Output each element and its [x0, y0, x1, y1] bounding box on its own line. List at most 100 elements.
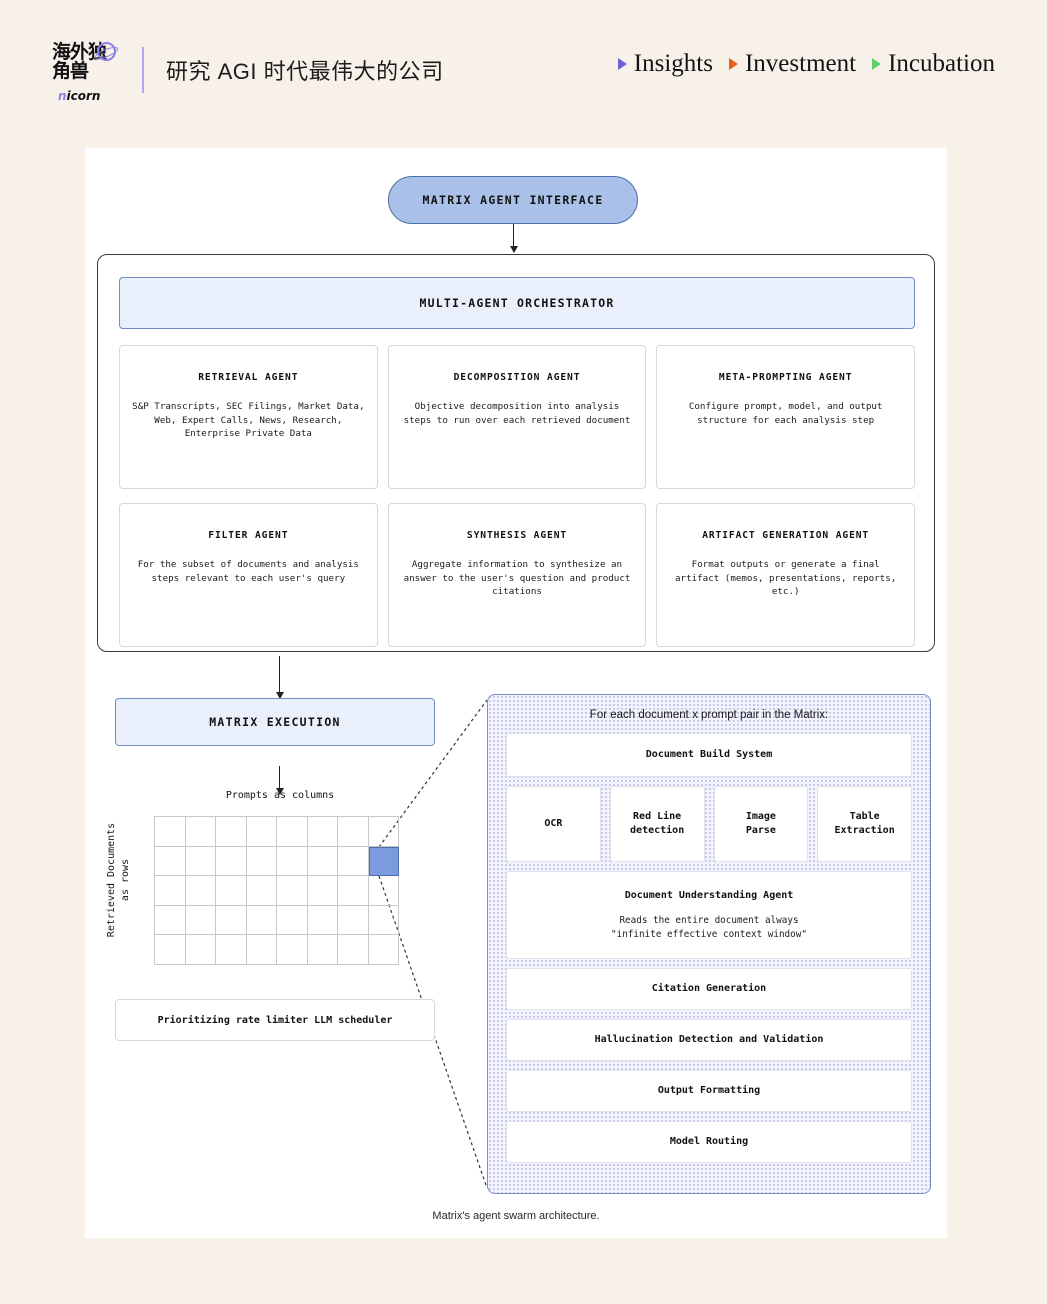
nav-item-insights[interactable]: Insights	[617, 50, 713, 78]
triangle-icon-insights	[617, 58, 627, 70]
matrix-cell[interactable]	[185, 817, 216, 847]
matrix-cell[interactable]	[185, 846, 216, 876]
arrow-execution-to-grid	[274, 766, 286, 795]
tool-label: OCR	[544, 818, 563, 829]
agent-card-decomposition[interactable]: DECOMPOSITION AGENT Objective decomposit…	[387, 345, 647, 489]
grid-rows-label: Retrieved Documents as rows	[106, 822, 131, 938]
matrix-cell[interactable]	[338, 905, 369, 935]
matrix-cell[interactable]	[155, 846, 186, 876]
matrix-cell[interactable]	[185, 876, 216, 906]
matrix-grid[interactable]	[154, 816, 399, 965]
stage-label: Hallucination Detection and Validation	[594, 1034, 824, 1045]
orchestrator-panel: MULTI-AGENT ORCHESTRATOR RETRIEVAL AGENT…	[97, 254, 935, 652]
matrix-cell-highlighted[interactable]	[368, 846, 399, 876]
pipeline-stage-stack: Citation Generation Hallucination Detect…	[506, 968, 912, 1163]
agent-description: S&P Transcripts, SEC Filings, Market Dat…	[132, 401, 365, 439]
matrix-cell[interactable]	[307, 817, 338, 847]
agent-card-meta-prompting[interactable]: META-PROMPTING AGENT Configure prompt, m…	[656, 345, 915, 489]
agent-card-synthesis[interactable]: SYNTHESIS AGENT Aggregate information to…	[387, 503, 647, 647]
stage-box-model-routing[interactable]: Model Routing	[506, 1121, 912, 1163]
matrix-cell[interactable]	[246, 846, 277, 876]
tool-box-image-parse[interactable]: Image Parse	[713, 786, 809, 862]
agent-card-retrieval[interactable]: RETRIEVAL AGENT S&P Transcripts, SEC Fil…	[119, 345, 378, 489]
brand-divider	[142, 47, 144, 93]
figure-caption: Matrix's agent swarm architecture.	[432, 1210, 600, 1222]
tool-box-table-extraction[interactable]: Table Extraction	[817, 786, 912, 862]
orchestrator-header[interactable]: MULTI-AGENT ORCHESTRATOR	[119, 277, 915, 329]
matrix-cell[interactable]	[246, 817, 277, 847]
agent-title: META-PROMPTING AGENT	[718, 372, 853, 383]
arrow-interface-to-orchestrator	[508, 224, 520, 253]
matrix-cell[interactable]	[338, 817, 369, 847]
matrix-cell[interactable]	[277, 905, 308, 935]
logo-wordmark-prefix: n	[58, 89, 67, 103]
nav-item-incubation[interactable]: Incubation	[872, 50, 995, 78]
matrix-agent-interface-node[interactable]: MATRIX AGENT INTERFACE	[388, 176, 638, 224]
document-build-system-box[interactable]: Document Build System	[506, 733, 912, 777]
document-understanding-agent-desc: Reads the entire document always "infini…	[611, 915, 807, 940]
grid-columns-label: Prompts as columns	[225, 790, 335, 801]
matrix-cell[interactable]	[277, 817, 308, 847]
matrix-cell[interactable]	[246, 905, 277, 935]
matrix-cell[interactable]	[216, 876, 247, 906]
matrix-cell[interactable]	[216, 817, 247, 847]
matrix-cell[interactable]	[368, 905, 399, 935]
agent-description: Configure prompt, model, and output stru…	[688, 401, 883, 426]
matrix-cell[interactable]	[338, 935, 369, 965]
matrix-cell[interactable]	[185, 935, 216, 965]
tool-box-red-line-detection[interactable]: Red Line detection	[609, 786, 705, 862]
matrix-cell[interactable]	[277, 846, 308, 876]
matrix-cell[interactable]	[307, 846, 338, 876]
matrix-agent-interface-label: MATRIX AGENT INTERFACE	[422, 193, 604, 207]
document-understanding-agent-box[interactable]: Document Understanding Agent Reads the e…	[506, 871, 912, 959]
stage-box-hallucination-detection[interactable]: Hallucination Detection and Validation	[506, 1019, 912, 1061]
matrix-cell[interactable]	[155, 876, 186, 906]
matrix-cell[interactable]	[307, 905, 338, 935]
matrix-execution-node[interactable]: MATRIX EXECUTION	[115, 698, 435, 746]
matrix-cell[interactable]	[155, 905, 186, 935]
matrix-cell[interactable]	[155, 817, 186, 847]
matrix-cell[interactable]	[307, 935, 338, 965]
document-understanding-agent-title: Document Understanding Agent	[624, 890, 794, 901]
tool-box-ocr[interactable]: OCR	[506, 786, 601, 862]
agent-title: FILTER AGENT	[208, 530, 289, 541]
stage-label: Output Formatting	[657, 1085, 761, 1096]
stage-label: Citation Generation	[651, 983, 767, 994]
matrix-cell[interactable]	[246, 876, 277, 906]
agent-card-artifact-generation[interactable]: ARTIFACT GENERATION AGENT Format outputs…	[656, 503, 915, 647]
matrix-cell[interactable]	[216, 846, 247, 876]
matrix-cell[interactable]	[277, 876, 308, 906]
stage-box-output-formatting[interactable]: Output Formatting	[506, 1070, 912, 1112]
nav-label-insights: Insights	[633, 50, 713, 77]
matrix-cell[interactable]	[246, 935, 277, 965]
site-logo-icon[interactable]: 海外独角兽 nicorn	[52, 41, 118, 103]
matrix-cell[interactable]	[307, 876, 338, 906]
stage-box-citation-generation[interactable]: Citation Generation	[506, 968, 912, 1010]
brand-block: 海外独角兽 nicorn 研究 AGI 时代最伟大的公司	[52, 41, 444, 103]
logo-chinese-text: 海外独角兽	[52, 41, 107, 82]
agent-card-filter[interactable]: FILTER AGENT For the subset of documents…	[119, 503, 378, 647]
matrix-cell[interactable]	[155, 935, 186, 965]
matrix-cell[interactable]	[185, 905, 216, 935]
matrix-cell[interactable]	[216, 935, 247, 965]
document-pipeline-panel: For each document x prompt pair in the M…	[487, 694, 931, 1194]
figure-card: MATRIX AGENT INTERFACE MULTI-AGENT ORCHE…	[85, 148, 947, 1238]
matrix-cell[interactable]	[368, 935, 399, 965]
matrix-cell[interactable]	[368, 817, 399, 847]
matrix-cell[interactable]	[338, 876, 369, 906]
scheduler-box[interactable]: Prioritizing rate limiter LLM scheduler	[115, 999, 435, 1041]
scheduler-label: Prioritizing rate limiter LLM scheduler	[157, 1014, 393, 1026]
agent-title: ARTIFACT GENERATION AGENT	[702, 530, 870, 541]
nav-item-investment[interactable]: Investment	[728, 50, 856, 78]
matrix-cell[interactable]	[338, 846, 369, 876]
agent-title: SYNTHESIS AGENT	[466, 530, 568, 541]
matrix-cell[interactable]	[216, 905, 247, 935]
matrix-execution-label: MATRIX EXECUTION	[209, 715, 341, 729]
tool-label: Red Line detection	[630, 811, 685, 836]
logo-wordmark-rest: icorn	[66, 89, 101, 103]
planet-icon	[97, 42, 116, 61]
triangle-icon-incubation	[872, 58, 882, 70]
matrix-cell[interactable]	[277, 935, 308, 965]
matrix-cell[interactable]	[368, 876, 399, 906]
nav-label-incubation: Incubation	[888, 50, 995, 77]
